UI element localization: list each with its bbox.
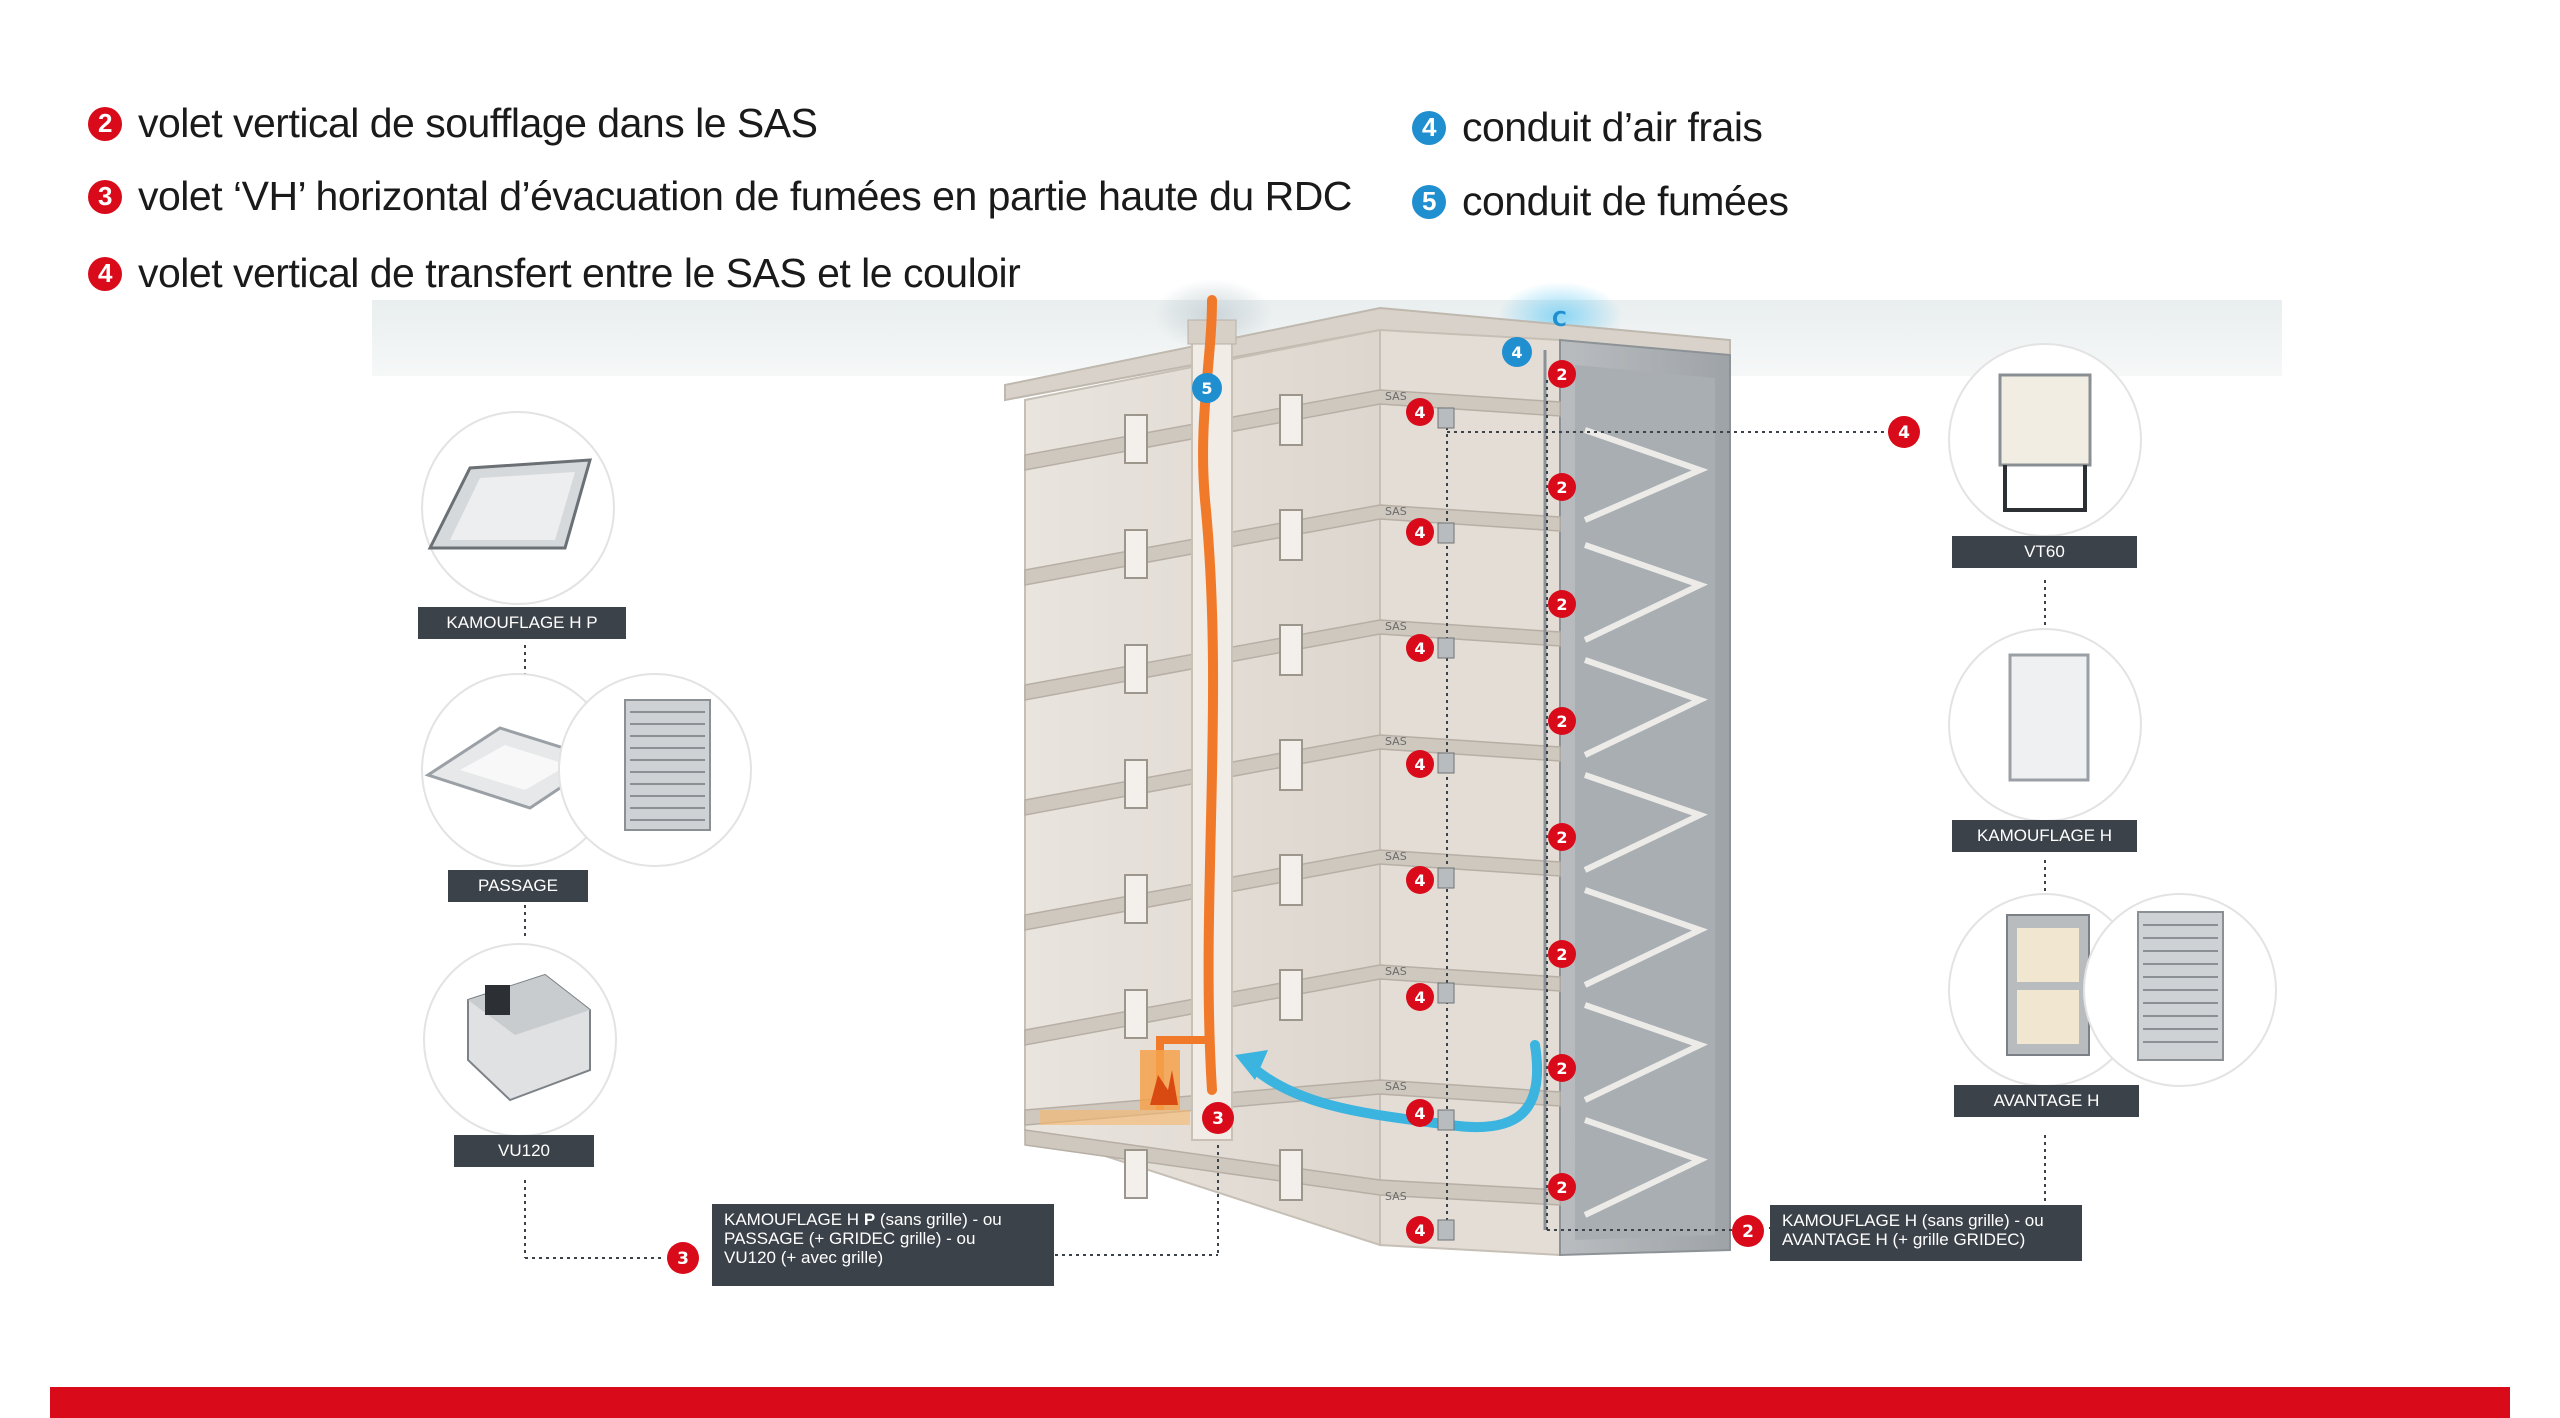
fire-flame <box>1150 1070 1178 1105</box>
marker-4-fresh-label: 4 <box>1511 343 1522 362</box>
fresh-air-arrow <box>1235 1050 1268 1080</box>
label-kamouflage-hp: KAMOUFLAGE H P <box>418 607 626 639</box>
callout-right-line2: AVANTAGE H (+ grille GRIDEC) <box>1782 1230 2026 1249</box>
callout-left-line2: PASSAGE (+ GRIDEC grille) - ou <box>724 1229 976 1248</box>
vent-grilles <box>1437 407 1455 1241</box>
label-kamouflage-hp-text: KAMOUFLAGE H P <box>446 613 598 632</box>
red-markers-4-text: 4 4 4 4 4 4 4 4 <box>1414 403 1425 1240</box>
legend-text-4-blue: conduit d’air frais <box>1462 104 1763 150</box>
marker-4-label: 4 <box>1414 1221 1425 1240</box>
marker-3-callout <box>667 1242 699 1274</box>
sas-labels: SAS SAS SAS SAS SAS SAS SAS SAS <box>1385 390 1407 1203</box>
marker-2-label: 2 <box>1556 1059 1567 1078</box>
label-vt60-text: VT60 <box>2024 542 2065 561</box>
label-kamouflage-h-text: KAMOUFLAGE H <box>1976 826 2113 845</box>
legend-marker-3: 3 <box>88 179 122 214</box>
doors <box>1124 394 1303 1201</box>
legend-item-4-blue: 4 conduit d’air frais <box>1412 104 1763 151</box>
legend-text-2: volet vertical de soufflage dans le SAS <box>138 100 818 146</box>
legend-item-4-red: 4 volet vertical de transfert entre le S… <box>88 250 1021 297</box>
marker-2-label: 2 <box>1556 828 1567 847</box>
legend-item-3: 3 volet ‘VH’ horizontal d’évacuation de … <box>88 173 1352 220</box>
callout-left-options: KAMOUFLAGE H P (sans grille) - ou PASSAG… <box>712 1204 1054 1286</box>
product-passage-image <box>421 673 615 867</box>
marker-4-fresh-air <box>1502 337 1532 367</box>
sas-label: SAS <box>1385 850 1407 863</box>
sas-label: SAS <box>1385 965 1407 978</box>
legend-text-3: volet ‘VH’ horizontal d’évacuation de fu… <box>138 173 1352 219</box>
marker-2-callout <box>1732 1215 1764 1247</box>
label-avantage-h: AVANTAGE H <box>1954 1085 2139 1117</box>
marker-2-label: 2 <box>1556 1178 1567 1197</box>
callout-right-line1: KAMOUFLAGE H (sans grille) - ou <box>1782 1211 2044 1230</box>
red-markers-4 <box>1406 398 1434 1244</box>
marker-2-label: 2 <box>1556 478 1567 497</box>
label-vu120: VU120 <box>454 1135 594 1167</box>
label-vu120-text: VU120 <box>498 1141 550 1160</box>
label-vt60: VT60 <box>1952 536 2137 568</box>
floor-slabs <box>1024 389 1561 1206</box>
legend-text-5-blue: conduit de fumées <box>1462 178 1789 224</box>
grille-image-left <box>558 673 752 867</box>
marker-2-label: 2 <box>1556 595 1567 614</box>
callout-left-line1b: P <box>863 1210 876 1229</box>
marker-2-label: 2 <box>1556 945 1567 964</box>
orange-floor-glow <box>1040 1110 1190 1125</box>
product-vt60-image <box>1948 343 2142 537</box>
marker-5-smoke <box>1192 373 1222 403</box>
legend-text-4-red: volet vertical de transfert entre le SAS… <box>138 250 1021 296</box>
staircase <box>1583 427 1709 1218</box>
label-kamouflage-h: KAMOUFLAGE H <box>1952 820 2137 852</box>
legend-marker-2: 2 <box>88 106 122 141</box>
stair-opening <box>1575 365 1715 1240</box>
marker-3-duct <box>1202 1102 1234 1134</box>
label-avantage-h-text: AVANTAGE H <box>1993 1091 2100 1110</box>
product-kamouflage-hp-image <box>421 411 615 605</box>
marker-4-label: 4 <box>1414 523 1425 542</box>
label-passage-text: PASSAGE <box>478 876 558 895</box>
legend-marker-4-red: 4 <box>88 256 122 291</box>
marker-5-label: 5 <box>1201 379 1212 398</box>
marker-4-label: 4 <box>1414 639 1425 658</box>
marker-4-label: 4 <box>1414 1104 1425 1123</box>
marker-2-callout-label: 2 <box>1742 1222 1754 1242</box>
callout-left-line1c: (sans grille) - ou <box>875 1210 1002 1229</box>
sas-label: SAS <box>1385 1190 1407 1203</box>
marker-3-callout-label: 3 <box>677 1249 689 1269</box>
product-vu120-image <box>423 943 617 1137</box>
grille-image-right <box>2083 893 2277 1087</box>
sas-label: SAS <box>1385 620 1407 633</box>
callout-right-options: KAMOUFLAGE H (sans grille) - ou AVANTAGE… <box>1770 1205 2082 1261</box>
fresh-air-cap-label: C <box>1552 307 1567 331</box>
marker-4-label: 4 <box>1414 403 1425 422</box>
marker-4-label: 4 <box>1414 871 1425 890</box>
sas-label: SAS <box>1385 735 1407 748</box>
product-kamouflage-h-image <box>1948 628 2142 822</box>
red-markers-2-text: 2 2 2 2 2 2 2 2 <box>1556 365 1567 1197</box>
red-markers-2 <box>1548 360 1576 1201</box>
sas-label: SAS <box>1385 505 1407 518</box>
marker-2-label: 2 <box>1556 712 1567 731</box>
sas-label: SAS <box>1385 390 1407 403</box>
label-passage: PASSAGE <box>448 870 588 902</box>
legend-marker-4-blue: 4 <box>1412 110 1446 145</box>
legend-marker-5-blue: 5 <box>1412 184 1446 219</box>
callout-left-line1: KAMOUFLAGE H P (sans grille) - ou <box>724 1210 1042 1229</box>
callout-left-line1a: KAMOUFLAGE H <box>724 1210 864 1229</box>
legend-item-5-blue: 5 conduit de fumées <box>1412 178 1789 225</box>
callout-left-line3: VU120 (+ avec grille) <box>724 1248 884 1267</box>
footer-red-bar <box>50 1387 2510 1418</box>
marker-3-duct-label: 3 <box>1212 1109 1224 1129</box>
marker-4-label: 4 <box>1414 988 1425 1007</box>
marker-2-label: 2 <box>1556 365 1567 384</box>
marker-4-label: 4 <box>1414 755 1425 774</box>
marker-4-vt60-label: 4 <box>1898 423 1910 443</box>
legend-item-2: 2 volet vertical de soufflage dans le SA… <box>88 100 818 147</box>
marker-4-vt60 <box>1888 416 1920 448</box>
sas-label: SAS <box>1385 1080 1407 1093</box>
